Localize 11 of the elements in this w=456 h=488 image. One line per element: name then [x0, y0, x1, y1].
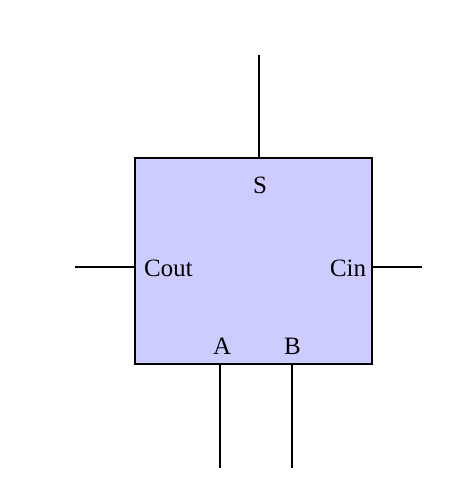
pin-line: [291, 365, 293, 468]
pin-line: [219, 365, 221, 468]
pin-label: B: [284, 333, 301, 365]
pin-label: A: [213, 333, 232, 365]
pin-label: Cin: [330, 255, 373, 283]
adder-block: [134, 157, 373, 365]
pin-line: [373, 266, 422, 268]
pin-label: Cout: [134, 255, 193, 283]
pin-label: S: [253, 157, 267, 200]
pin-line: [258, 55, 260, 157]
pin-line: [75, 266, 134, 268]
